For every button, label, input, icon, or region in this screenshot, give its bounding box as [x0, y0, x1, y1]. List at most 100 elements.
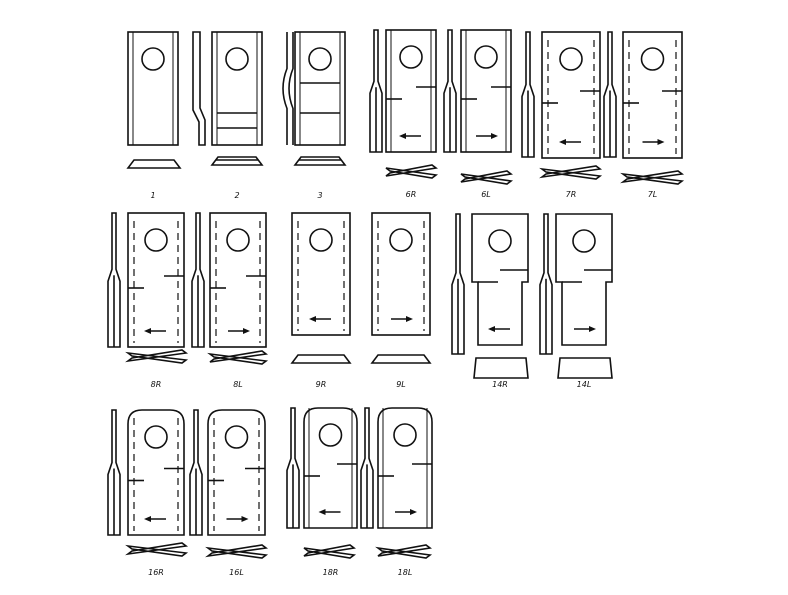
- blade-label: 9L: [396, 380, 406, 389]
- arrow-head: [241, 516, 249, 522]
- arrow-head: [491, 133, 498, 139]
- side-profile: [451, 213, 465, 355]
- mounting-hole-icon: [399, 45, 423, 69]
- blade-label: 6R: [406, 190, 417, 199]
- mounting-hole-icon: [488, 229, 512, 253]
- blade-outline: [471, 213, 529, 346]
- end-profile: [557, 357, 613, 379]
- blade-outline: [385, 29, 437, 153]
- arrow-head: [559, 139, 566, 145]
- blade-outline: [127, 409, 185, 536]
- arrow-right-icon: [226, 516, 249, 522]
- blade-label: 1: [150, 191, 155, 200]
- mounting-hole-icon: [309, 228, 333, 252]
- side-profile: [282, 32, 294, 145]
- arrow-left-icon: [399, 133, 421, 139]
- blade-outline: [207, 409, 266, 536]
- blade-1: 1: [126, 31, 182, 200]
- side-profile: [539, 213, 553, 355]
- blade-label: 6L: [481, 190, 491, 199]
- blade-9r: 9R: [290, 212, 352, 389]
- mounting-hole-icon: [572, 229, 596, 253]
- arrow-head: [488, 326, 495, 332]
- blade-16l: 16L: [189, 409, 269, 577]
- blade-label: 2: [234, 191, 239, 200]
- blade-label: 14R: [492, 380, 508, 389]
- arrow-head: [144, 328, 151, 334]
- end-profile: [126, 159, 182, 169]
- side-profile: [189, 409, 203, 536]
- blade-6r: 6R: [369, 29, 439, 199]
- arrow-right-icon: [391, 316, 413, 322]
- twist-end-profile: [205, 544, 269, 559]
- blade-label: 14L: [577, 380, 592, 389]
- side-profile: [286, 407, 300, 529]
- arrow-left-icon: [144, 516, 166, 522]
- twist-end-profile: [375, 544, 433, 559]
- arrow-head: [657, 139, 665, 145]
- blade-8r: 8R: [107, 212, 189, 389]
- blade-7l: 7L: [603, 31, 685, 199]
- blade-9l: 9L: [370, 212, 432, 389]
- mounting-hole-icon: [224, 425, 249, 449]
- side-profile: [521, 31, 535, 158]
- blade-7r: 7R: [521, 31, 603, 199]
- end-profile: [293, 156, 347, 166]
- side-profile: [192, 31, 206, 146]
- blade-outline: [291, 212, 351, 336]
- arrow-head: [144, 516, 151, 522]
- side-profile: [107, 409, 121, 536]
- mounting-hole-icon: [559, 47, 583, 71]
- blade-outline: [209, 212, 267, 348]
- blade-label: 3: [317, 191, 322, 200]
- mounting-hole-icon: [144, 425, 168, 449]
- twist-end-profile: [303, 544, 357, 559]
- arrow-head: [410, 509, 417, 515]
- arrow-right-icon: [395, 509, 417, 515]
- arrow-right-icon: [228, 328, 250, 334]
- blade-label: 8R: [151, 380, 162, 389]
- blade-outline: [555, 213, 613, 346]
- arrow-left-icon: [144, 328, 166, 334]
- blade-label: 7L: [648, 190, 658, 199]
- blade-outline: [460, 29, 512, 153]
- mounting-hole-icon: [640, 47, 665, 71]
- blade-outline: [303, 407, 358, 529]
- arrow-head: [318, 509, 326, 515]
- twist-end-profile: [539, 165, 603, 180]
- blade-outline: [127, 31, 179, 146]
- mounting-hole-icon: [318, 423, 343, 447]
- arrow-right-icon: [476, 133, 498, 139]
- mounting-hole-icon: [308, 47, 332, 71]
- twist-end-profile: [460, 170, 514, 185]
- blade-outline: [127, 212, 185, 348]
- blade-label: 8L: [233, 380, 243, 389]
- blade-outline: [377, 407, 433, 529]
- arrow-head: [243, 328, 250, 334]
- mounting-hole-icon: [389, 228, 413, 252]
- mounting-hole-icon: [225, 47, 249, 71]
- arrow-right-icon: [574, 326, 596, 332]
- twist-end-profile: [385, 164, 439, 179]
- side-profile: [360, 407, 374, 529]
- blade-outline: [371, 212, 431, 336]
- mounting-hole-icon: [141, 47, 165, 71]
- end-profile: [290, 354, 352, 364]
- blade-label: 7R: [566, 190, 577, 199]
- blade-14l: 14L: [539, 213, 613, 389]
- blade-outline: [294, 31, 346, 146]
- mounting-hole-icon: [144, 228, 168, 252]
- end-profile: [473, 357, 529, 379]
- arrow-left-icon: [559, 139, 581, 145]
- blade-6l: 6L: [443, 29, 514, 199]
- side-profile: [369, 29, 383, 153]
- twist-end-profile: [125, 542, 189, 557]
- blade-18r: 18R: [286, 407, 358, 577]
- side-profile: [603, 31, 617, 158]
- twist-end-profile: [207, 350, 269, 365]
- blade-outline: [211, 31, 263, 146]
- end-profile: [370, 354, 432, 364]
- blade-16r: 16R: [107, 409, 189, 577]
- arrow-head: [309, 316, 316, 322]
